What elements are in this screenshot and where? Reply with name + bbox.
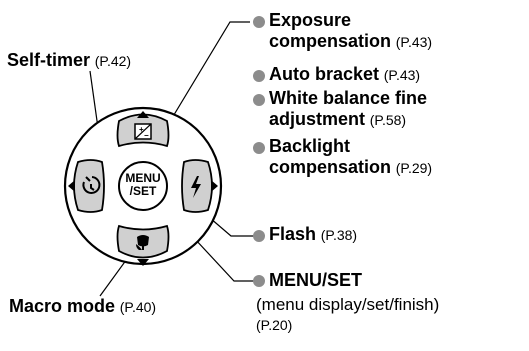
auto-bracket-ref: (P.43) xyxy=(383,67,421,83)
menu-set-desc: (menu display/set/finish) xyxy=(256,295,440,314)
flash-label: Flash xyxy=(269,224,317,244)
exposure-label-line1: Exposure xyxy=(269,10,352,30)
exposure-compensation-icon: + − xyxy=(134,123,152,140)
self-timer-ref: (P.42) xyxy=(94,53,132,69)
exposure-bullet xyxy=(253,16,265,28)
flash-callout: Flash (P.38) xyxy=(269,224,357,246)
self-timer-leader xyxy=(89,70,99,129)
auto-bracket-label: Auto bracket xyxy=(269,64,380,84)
menu-set-button xyxy=(118,161,168,211)
left-button xyxy=(73,159,105,213)
backlight-bullet xyxy=(253,142,265,154)
self-timer-callout: Self-timer (P.42) xyxy=(7,50,131,72)
left-arrow-icon xyxy=(68,180,75,192)
macro-mode-callout: Macro mode (P.40) xyxy=(9,296,156,318)
menu-set-label-line2: /SET xyxy=(129,184,157,198)
backlight-label-line1: Backlight xyxy=(269,136,351,156)
exposure-leader xyxy=(165,21,250,129)
white-balance-label-line2: adjustment xyxy=(269,109,366,129)
menu-set-button-label: MENU /SET xyxy=(119,172,167,198)
white-balance-bullet xyxy=(253,94,265,106)
flash-ref: (P.38) xyxy=(320,227,358,243)
exposure-label-line2: compensation xyxy=(269,31,392,51)
svg-text:+: + xyxy=(139,125,144,134)
auto-bracket-callout: Auto bracket (P.43) xyxy=(269,64,420,86)
white-balance-label-line1: White balance fine xyxy=(269,88,428,108)
backlight-ref: (P.29) xyxy=(395,160,433,176)
svg-text:−: − xyxy=(144,131,149,140)
white-balance-ref: (P.58) xyxy=(369,112,407,128)
menu-set-callout: MENU/SET xyxy=(269,270,362,291)
menu-set-bullet xyxy=(253,275,265,287)
white-balance-callout: White balance fine adjustment (P.58) xyxy=(269,88,427,131)
exposure-ref: (P.43) xyxy=(395,34,433,50)
macro-mode-ref: (P.40) xyxy=(119,299,157,315)
right-arrow-icon xyxy=(211,180,218,192)
exposure-callout: Exposure compensation (P.43) xyxy=(269,10,432,53)
backlight-callout: Backlight compensation (P.29) xyxy=(269,136,432,179)
self-timer-icon xyxy=(82,176,101,194)
menu-set-label-line1: MENU xyxy=(125,171,161,185)
flash-bullet xyxy=(253,230,265,242)
self-timer-label: Self-timer xyxy=(7,50,91,70)
macro-icon xyxy=(136,235,149,250)
menu-set-desc-block: (menu display/set/finish) (P.20) xyxy=(256,294,439,336)
up-arrow-icon xyxy=(137,111,149,118)
flash-icon xyxy=(191,176,201,198)
menu-set-label: MENU/SET xyxy=(269,270,363,290)
down-arrow-icon xyxy=(137,259,149,266)
auto-bracket-bullet xyxy=(253,70,265,82)
backlight-label-line2: compensation xyxy=(269,157,392,177)
macro-mode-label: Macro mode xyxy=(9,296,116,316)
menu-set-ref: (P.20) xyxy=(256,317,293,333)
